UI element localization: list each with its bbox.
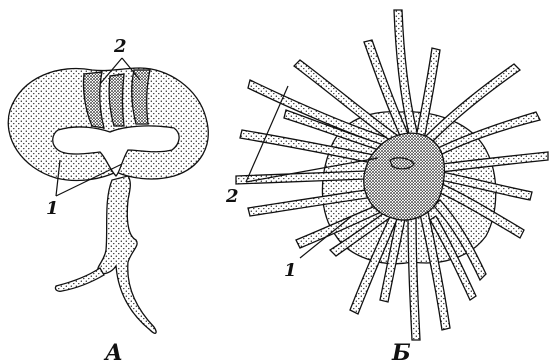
label-1-panel-a: 1 xyxy=(46,198,59,219)
label-2-panel-a: 2 xyxy=(113,36,127,57)
panel-b-caption: Б xyxy=(391,340,411,363)
label-2-panel-b: 2 xyxy=(225,186,239,207)
dark-band-2 xyxy=(109,74,124,126)
panel-a: 2 1 А xyxy=(8,36,208,363)
panel-a-caption: А xyxy=(103,340,123,363)
cell-process-a-branch xyxy=(55,268,104,291)
label-1-panel-b: 1 xyxy=(284,260,297,281)
panel-b: 2 1 Б xyxy=(225,10,548,363)
cell-process-a xyxy=(98,176,156,333)
dark-band-3 xyxy=(132,70,150,124)
